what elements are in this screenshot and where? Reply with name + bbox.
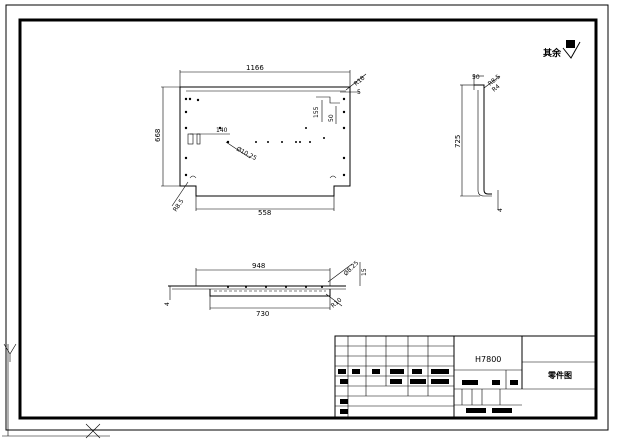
front-50-dim: 50 xyxy=(328,114,335,122)
part-code: H7800 xyxy=(475,355,501,364)
front-r18-dim: R18 xyxy=(353,74,367,87)
side-50-dim: 50 xyxy=(472,74,480,81)
side-r4-dim: R4 xyxy=(491,83,502,94)
drawing-title: 零件图 xyxy=(547,370,572,380)
front-slot-dim: 140 xyxy=(216,127,228,134)
roughness-symbol: 其余 xyxy=(543,40,581,59)
side-profile xyxy=(474,84,492,195)
front-holes xyxy=(184,97,346,177)
outer-frame xyxy=(5,4,609,431)
inner-frame xyxy=(18,18,598,420)
front-view: 1166 668 558 R8.5 R18 5 155 50 140 Ø10.2… xyxy=(154,64,366,217)
top-15-dim: 15 xyxy=(361,268,368,276)
side-height-dim: 725 xyxy=(454,135,462,148)
front-height-dim: 668 xyxy=(154,129,162,142)
top-holes xyxy=(227,286,323,288)
ucs-axis-icon xyxy=(2,343,110,439)
top-view: 948 Ø8.25 15 4 R10 730 xyxy=(164,260,368,318)
front-5-dim: 5 xyxy=(357,89,361,96)
front-hole-dim: Ø10.25 xyxy=(235,146,258,163)
front-width-dim: 1166 xyxy=(246,64,264,72)
side-4-dim: 4 xyxy=(497,208,504,212)
title-block: H7800 零件图 xyxy=(334,335,596,419)
top-bottom-dim: 730 xyxy=(256,310,269,318)
front-bottom-dim: 558 xyxy=(258,209,271,217)
title-block-cells xyxy=(338,369,518,414)
top-hole-dim: Ø8.25 xyxy=(342,260,360,278)
front-plate-outline xyxy=(179,86,351,197)
top-width-dim: 948 xyxy=(252,262,265,270)
top-4-dim: 4 xyxy=(164,302,171,306)
roughness-label: 其余 xyxy=(543,47,562,59)
front-155-dim: 155 xyxy=(313,106,320,118)
front-r85-dim: R8.5 xyxy=(172,198,186,213)
side-view: 50 R8.5 R4 725 4 xyxy=(454,73,504,212)
